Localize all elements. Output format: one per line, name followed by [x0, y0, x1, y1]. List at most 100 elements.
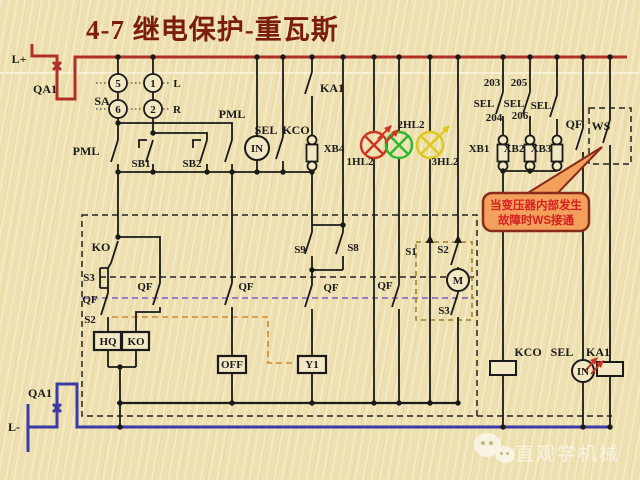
- l-plus-label: L+: [12, 52, 27, 66]
- lamp-2hl2: [384, 130, 414, 160]
- sel1-label: SEL: [474, 98, 495, 110]
- xb3-link: [550, 134, 564, 172]
- qf2-label: QF: [137, 281, 153, 293]
- breaker-cross-top: [51, 60, 63, 72]
- sa-5: 5: [115, 78, 121, 90]
- sb1-label: SB1: [132, 158, 151, 170]
- ka1-bottom-label: KA1: [586, 345, 610, 359]
- sel3-label: SEL: [531, 100, 552, 112]
- hl2-label: 2HL2: [398, 119, 425, 131]
- kco-bottom-label: KCO: [514, 345, 541, 359]
- off-box-label: OFF: [221, 359, 243, 371]
- xb2-label: XB2: [504, 143, 525, 155]
- qf5-label: QF: [377, 280, 393, 292]
- sa-1: 1: [150, 78, 156, 90]
- qf3-label: QF: [238, 281, 254, 293]
- sel-top-label: SEL: [255, 123, 278, 137]
- qf1-label: QF: [82, 294, 98, 306]
- positive-bus-line: [30, 44, 627, 101]
- sa-selector-switch: [96, 73, 171, 119]
- sel-bottom-label: SEL: [551, 345, 574, 359]
- qf4-label: QF: [323, 282, 339, 294]
- kco-top-label: KCO: [282, 123, 309, 137]
- sb2-label: SB2: [183, 158, 202, 170]
- s3-label: S3: [83, 272, 95, 284]
- watermark-text: 直观学机械: [515, 444, 621, 465]
- s2b-label: S2: [437, 244, 449, 256]
- in-bottom-text: IN: [577, 366, 589, 378]
- xb3-label: XB3: [531, 143, 552, 155]
- xb4-label: XB4: [324, 143, 345, 155]
- sa-contact-1: [143, 73, 163, 93]
- motor-symbol: [446, 268, 470, 292]
- negative-rail: [26, 382, 610, 452]
- qf-top-label: QF: [566, 117, 583, 131]
- ka1-top-label: KA1: [320, 81, 344, 95]
- s3b-label: S3: [438, 305, 450, 317]
- ko-box-label: KO: [127, 336, 145, 348]
- sel-in-relay-top: [244, 135, 270, 161]
- breaker-cross-bottom: [51, 402, 63, 414]
- link-symbols: [305, 134, 564, 172]
- sa-2: 2: [150, 104, 156, 116]
- qa1-bottom-label: QA1: [28, 386, 52, 400]
- s1-label: S1: [405, 246, 417, 258]
- ka1-coil: [596, 361, 624, 377]
- xb1-label: XB1: [469, 143, 490, 155]
- positive-rail: [30, 44, 627, 101]
- signal-lamps: [359, 125, 450, 160]
- n205-label: 205: [511, 77, 528, 89]
- n203-label: 203: [484, 77, 501, 89]
- ko-box: [120, 330, 151, 352]
- in-top-text: IN: [251, 143, 263, 155]
- s1-arrow-right: [454, 235, 462, 243]
- l-minus-label: L-: [8, 420, 20, 434]
- sa-r: R: [173, 104, 182, 116]
- pml-left-label: PML: [73, 144, 100, 158]
- diagram-labels: L+ QA1 QA1 L- SA 5 1 6 2 L R PML PML SB1…: [8, 52, 611, 434]
- s9-label: S9: [294, 244, 306, 256]
- motor-text: M: [453, 275, 464, 287]
- sa-label: SA: [94, 94, 110, 108]
- lamp-3hl2: [415, 130, 445, 160]
- callout-text-line2: 故障时WS接通: [498, 213, 575, 227]
- s1-arrow-left: [426, 235, 434, 243]
- sa-6: 6: [115, 104, 121, 116]
- pml-right-label: PML: [219, 107, 246, 121]
- xb4-link: [305, 134, 319, 172]
- operating-devices: [244, 135, 624, 383]
- kco-coil: [489, 360, 517, 376]
- ko-contact-label: KO: [92, 240, 111, 254]
- y1-box-label: Y1: [305, 359, 318, 371]
- n204-label: 204: [486, 112, 503, 124]
- sel2-label: SEL: [504, 98, 525, 110]
- sa-contact-2: [143, 99, 163, 119]
- qa1-top-label: QA1: [33, 82, 57, 96]
- wechat-icon-small: [496, 446, 515, 463]
- watermark: 直观学机械: [470, 431, 635, 473]
- off-box: [216, 354, 248, 375]
- hl1-label: 1HL2: [347, 156, 374, 168]
- command-boxes: [92, 330, 328, 375]
- ws-label: WS: [592, 119, 611, 133]
- lamp-flash-arrows: [377, 125, 450, 144]
- s2-label: S2: [84, 314, 96, 326]
- callout-box: [481, 191, 591, 233]
- negative-bus-line: [28, 382, 610, 429]
- page-title: 4-7 继电保护-重瓦斯: [86, 15, 339, 45]
- control-dashed-box: [81, 214, 478, 417]
- y1-box: [296, 354, 328, 375]
- hl3-label: 3HL2: [432, 156, 459, 168]
- lamp-1hl2: [359, 130, 389, 160]
- junction-dots: [115, 54, 613, 430]
- sa-l: L: [173, 78, 180, 90]
- dashed-boundaries: [81, 107, 632, 417]
- hq-box-label: HQ: [99, 336, 117, 348]
- n206-label: 206: [512, 110, 529, 122]
- motor-dashed-box: [415, 241, 473, 321]
- orange-linkage-dashed: [112, 316, 296, 364]
- callout-text-line1: 当变压器内部发生: [490, 198, 582, 212]
- ws-callout: 当变压器内部发生 故障时WS接通: [481, 146, 603, 233]
